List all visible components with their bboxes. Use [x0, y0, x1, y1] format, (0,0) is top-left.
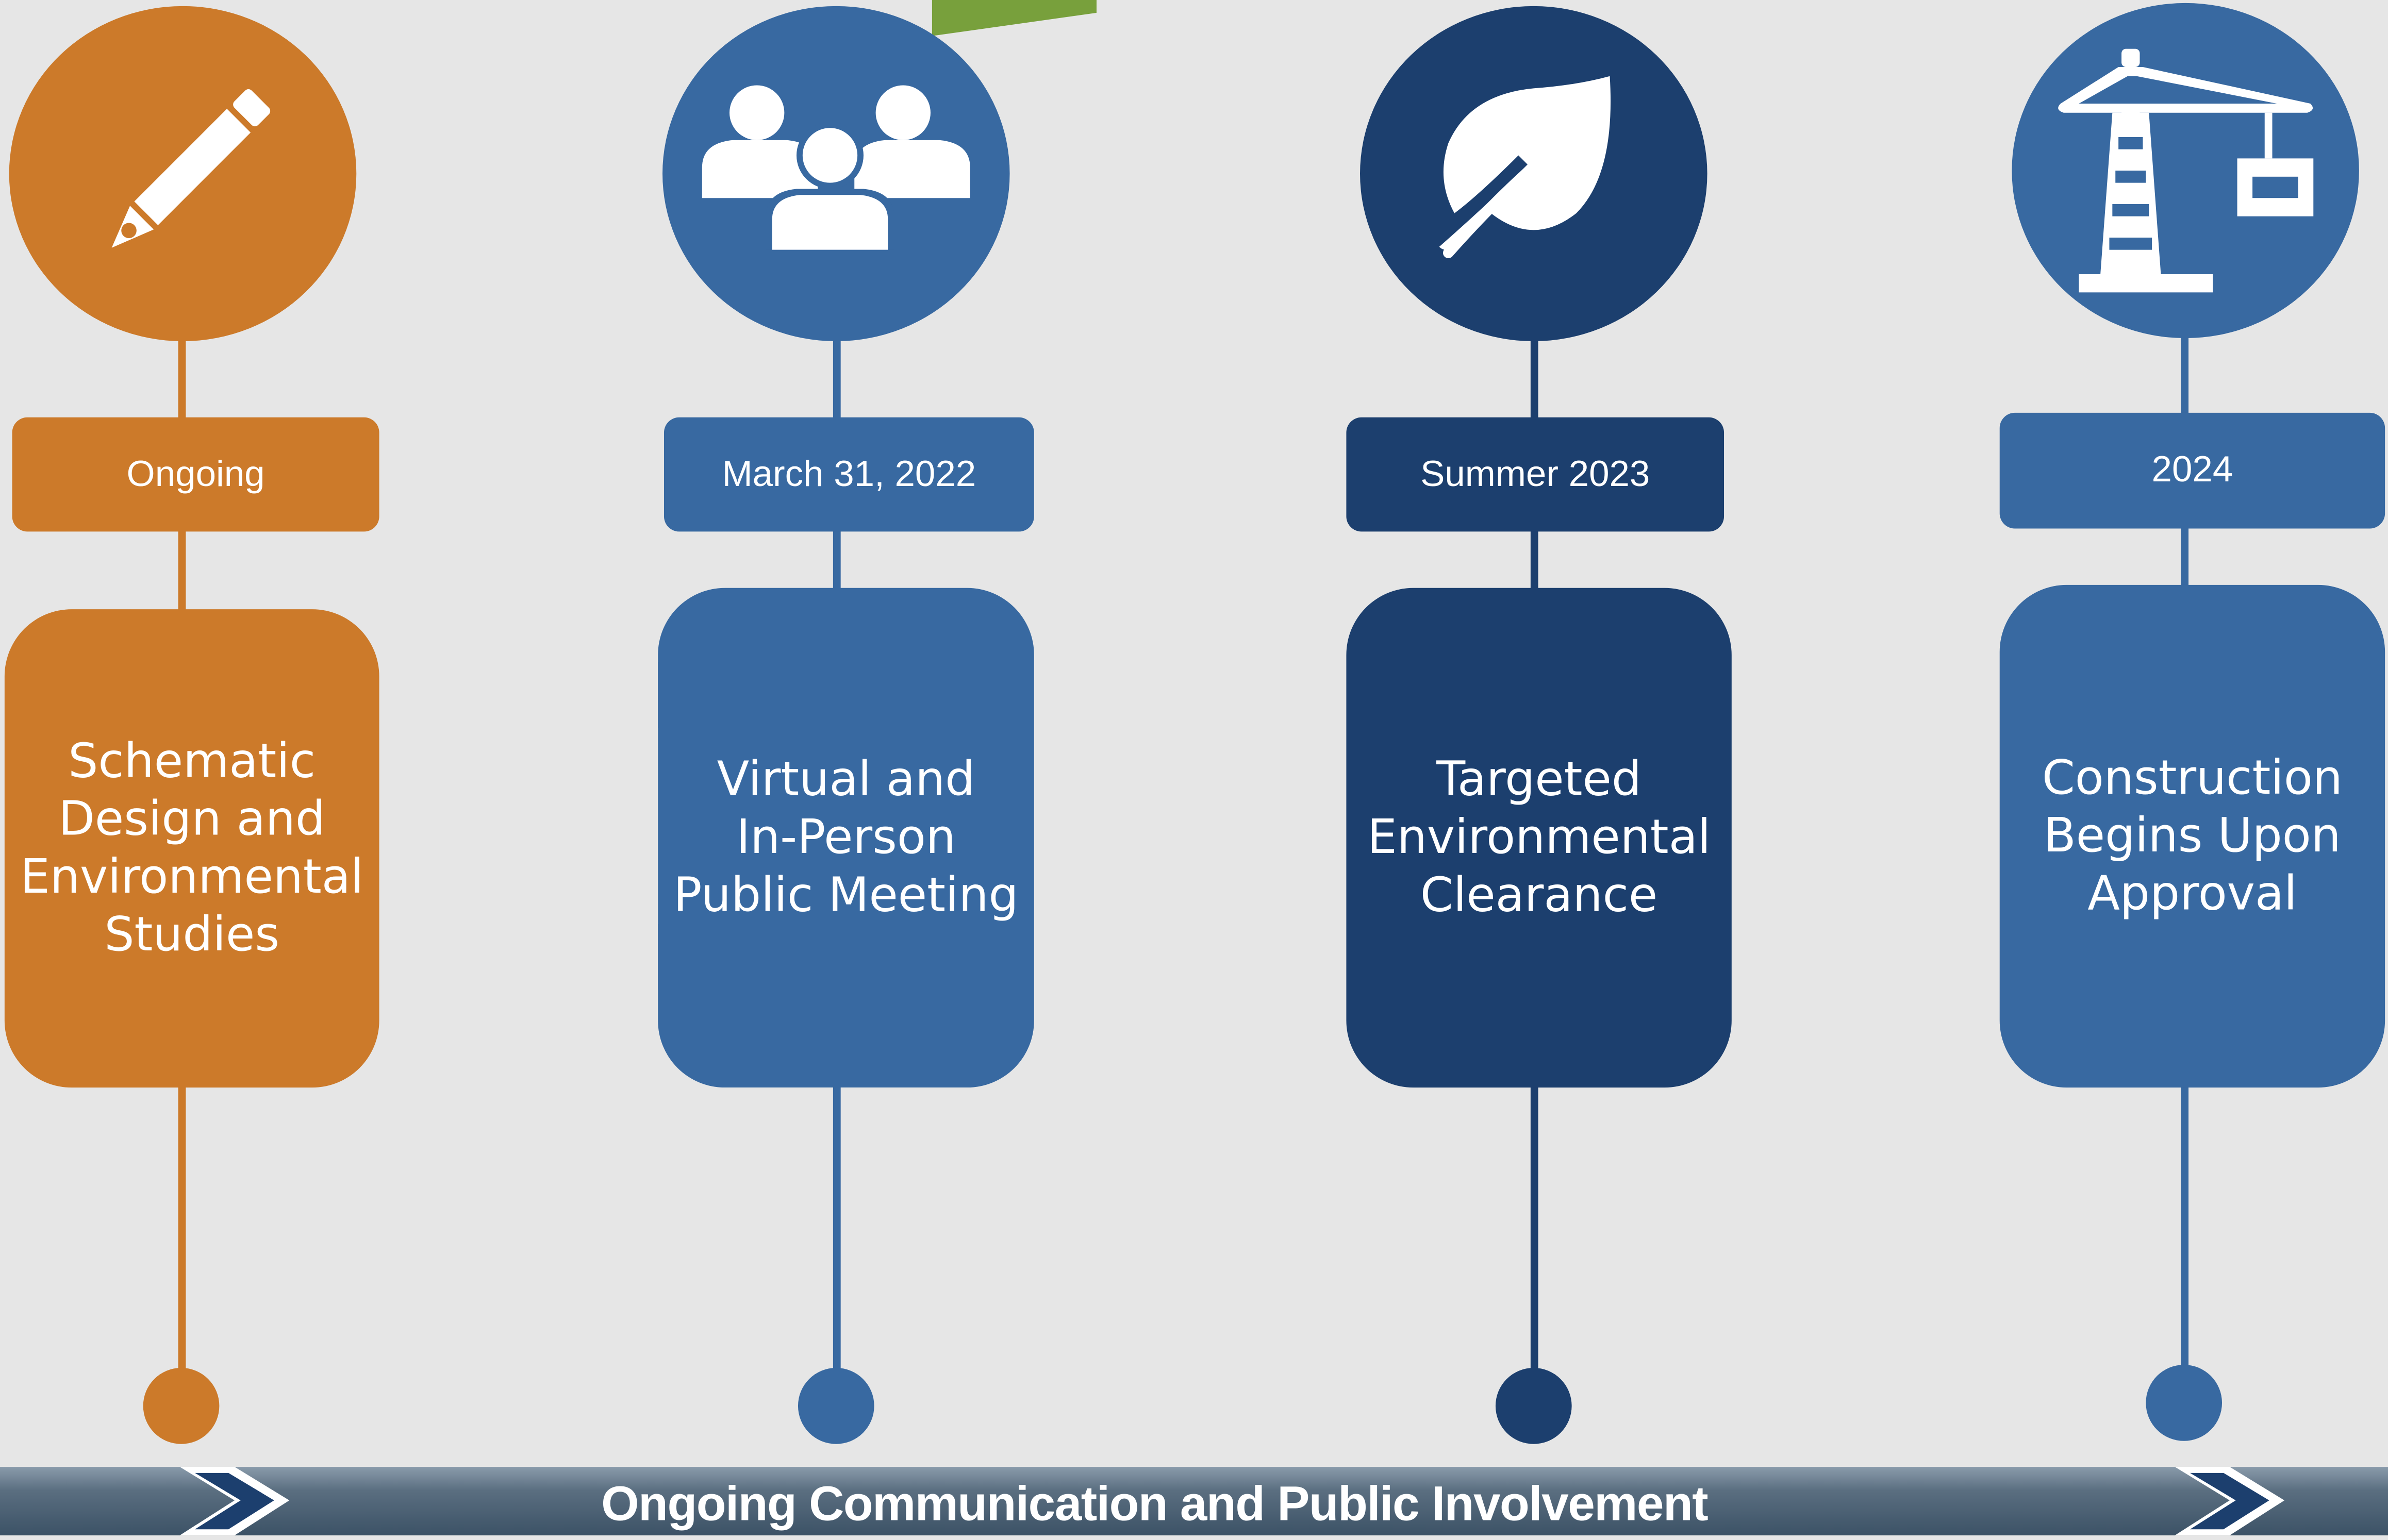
step-1-date-label: Ongoing [12, 417, 379, 532]
step-2-date: March 31, 2022 [722, 453, 976, 495]
crane-icon [2058, 48, 2314, 293]
step-2-icon-circle [662, 6, 1010, 342]
step-4-dot [2146, 1365, 2223, 1441]
step-4-date-label: 2024 [1999, 412, 2385, 529]
step-3-date-label: Summer 2023 [1346, 417, 1724, 532]
pencil-icon [111, 89, 271, 248]
step-2-date-label: March 31, 2022 [664, 417, 1034, 532]
step-4-date: 2024 [2151, 449, 2233, 491]
step-4-card: Construction Begins Upon Approval [1999, 584, 2385, 1088]
chevron-right-icon [179, 1467, 290, 1536]
step-2-dot [798, 1367, 874, 1444]
step-4-icon-circle [2012, 3, 2359, 339]
step-1-title: Schematic Design and Environmental Studi… [20, 734, 364, 963]
step-1-icon-circle [9, 6, 357, 342]
green-accent-shape [932, 0, 1097, 36]
step-3-title: Targeted Environmental Clearance [1367, 752, 1711, 923]
step-1-dot [143, 1367, 220, 1444]
step-3-icon-circle [1360, 6, 1707, 342]
step-2-card: Virtual and In-Person Public Meeting [658, 588, 1034, 1088]
chevron-right-icon [2175, 1467, 2285, 1536]
step-3-dot [1495, 1367, 1572, 1444]
banner-bar [0, 1467, 2388, 1536]
leaf-icon [1439, 76, 1611, 258]
people-icon [702, 85, 970, 250]
step-3-card: Targeted Environmental Clearance [1346, 588, 1732, 1088]
step-4-title: Construction Begins Upon Approval [2042, 751, 2343, 922]
banner-title: Ongoing Communication and Public Involve… [601, 1476, 1709, 1531]
step-1-date: Ongoing [126, 453, 265, 495]
step-3-date: Summer 2023 [1420, 453, 1650, 495]
step-2-title: Virtual and In-Person Public Meeting [673, 752, 1019, 923]
step-1-card: Schematic Design and Environmental Studi… [4, 609, 379, 1088]
